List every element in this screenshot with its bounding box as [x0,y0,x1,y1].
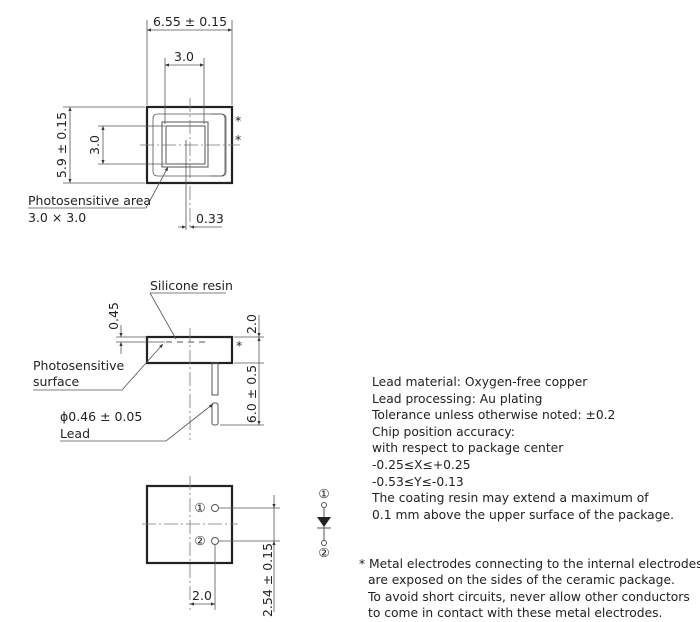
note-line: -0.25≤X≤+0.25 [372,457,471,472]
photosensitive-surface-label: surface [33,374,80,389]
chip-width-dimension: 3.0 [174,49,194,64]
symbol-pin-2: ② [318,545,329,560]
pin-pitch-dimension: 2.54 ± 0.15 [260,543,275,617]
width-dimension: 6.55 ± 0.15 [153,14,227,29]
pin-1 [211,504,219,512]
photosensitive-area-label: Photosensitive area [28,193,151,208]
asterisk-note-line: To avoid short circuits, never allow oth… [368,589,690,604]
depth-dimension: 0.45 [106,302,121,330]
note-line: -0.53≤Y≤-0.13 [372,474,464,489]
asterisk-mark: * [235,113,241,128]
photosensitive-surface-label: Photosensitive [33,358,125,373]
note-line: 0.1 mm above the upper surface of the pa… [372,507,675,522]
height-dimension: 5.9 ± 0.15 [54,112,69,178]
photodiode-symbol: ① ② [317,486,331,560]
notes: Lead material: Oxygen-free copper Lead p… [372,374,674,523]
package-side [145,335,234,365]
asterisk-mark: * [235,132,241,147]
note-line: Lead processing: Au plating [372,391,543,406]
bottom-view: ① ② 2.54 ± 0.15 2.0 [142,476,280,617]
note-line: The coating resin may extend a maximum o… [372,491,649,506]
photosensitive-area-size: 3.0 × 3.0 [28,210,86,225]
diode-icon [317,517,331,527]
lead [211,362,219,396]
note-line: Chip position accuracy: [372,424,515,439]
pin-1-label: ① [194,500,205,515]
note-line: Lead material: Oxygen-free copper [372,375,588,389]
package-bottom [145,484,234,565]
lead-label: Lead [60,426,90,441]
note-line: Tolerance unless otherwise noted: ±0.2 [372,408,616,423]
side-view: Silicone resin 0.45 2.0 6.0 ± 0.5 * Phot… [33,278,264,442]
lead-length-dimension: 6.0 ± 0.5 [244,365,259,423]
lead [211,402,219,426]
asterisk-mark: * [236,338,242,353]
chip-height-dimension: 3.0 [87,135,102,155]
thickness-dimension: 2.0 [244,314,259,334]
pin-offset-dimension: 2.0 [192,588,212,603]
silicone-resin-label: Silicone resin [150,278,233,293]
pin-2-label: ② [194,533,205,548]
lead-diameter: ϕ0.46 ± 0.05 [60,409,142,424]
asterisk-note-line: to come in contact with these metal elec… [368,606,663,621]
symbol-pin-1: ① [318,486,329,501]
asterisk-note-line: are exposed on the sides of the ceramic … [368,573,675,588]
asterisk-note-line: * Metal electrodes connecting to the int… [359,557,700,571]
top-view: 6.55 ± 0.15 3.0 5.9 ± 0.15 3.0 * * Photo… [28,14,241,230]
chip-outline [161,121,209,168]
pin-2 [211,537,219,545]
asterisk-note: * Metal electrodes connecting to the int… [359,556,700,622]
note-line: with respect to package center [372,441,564,456]
offset-dimension: 0.33 [196,211,224,226]
